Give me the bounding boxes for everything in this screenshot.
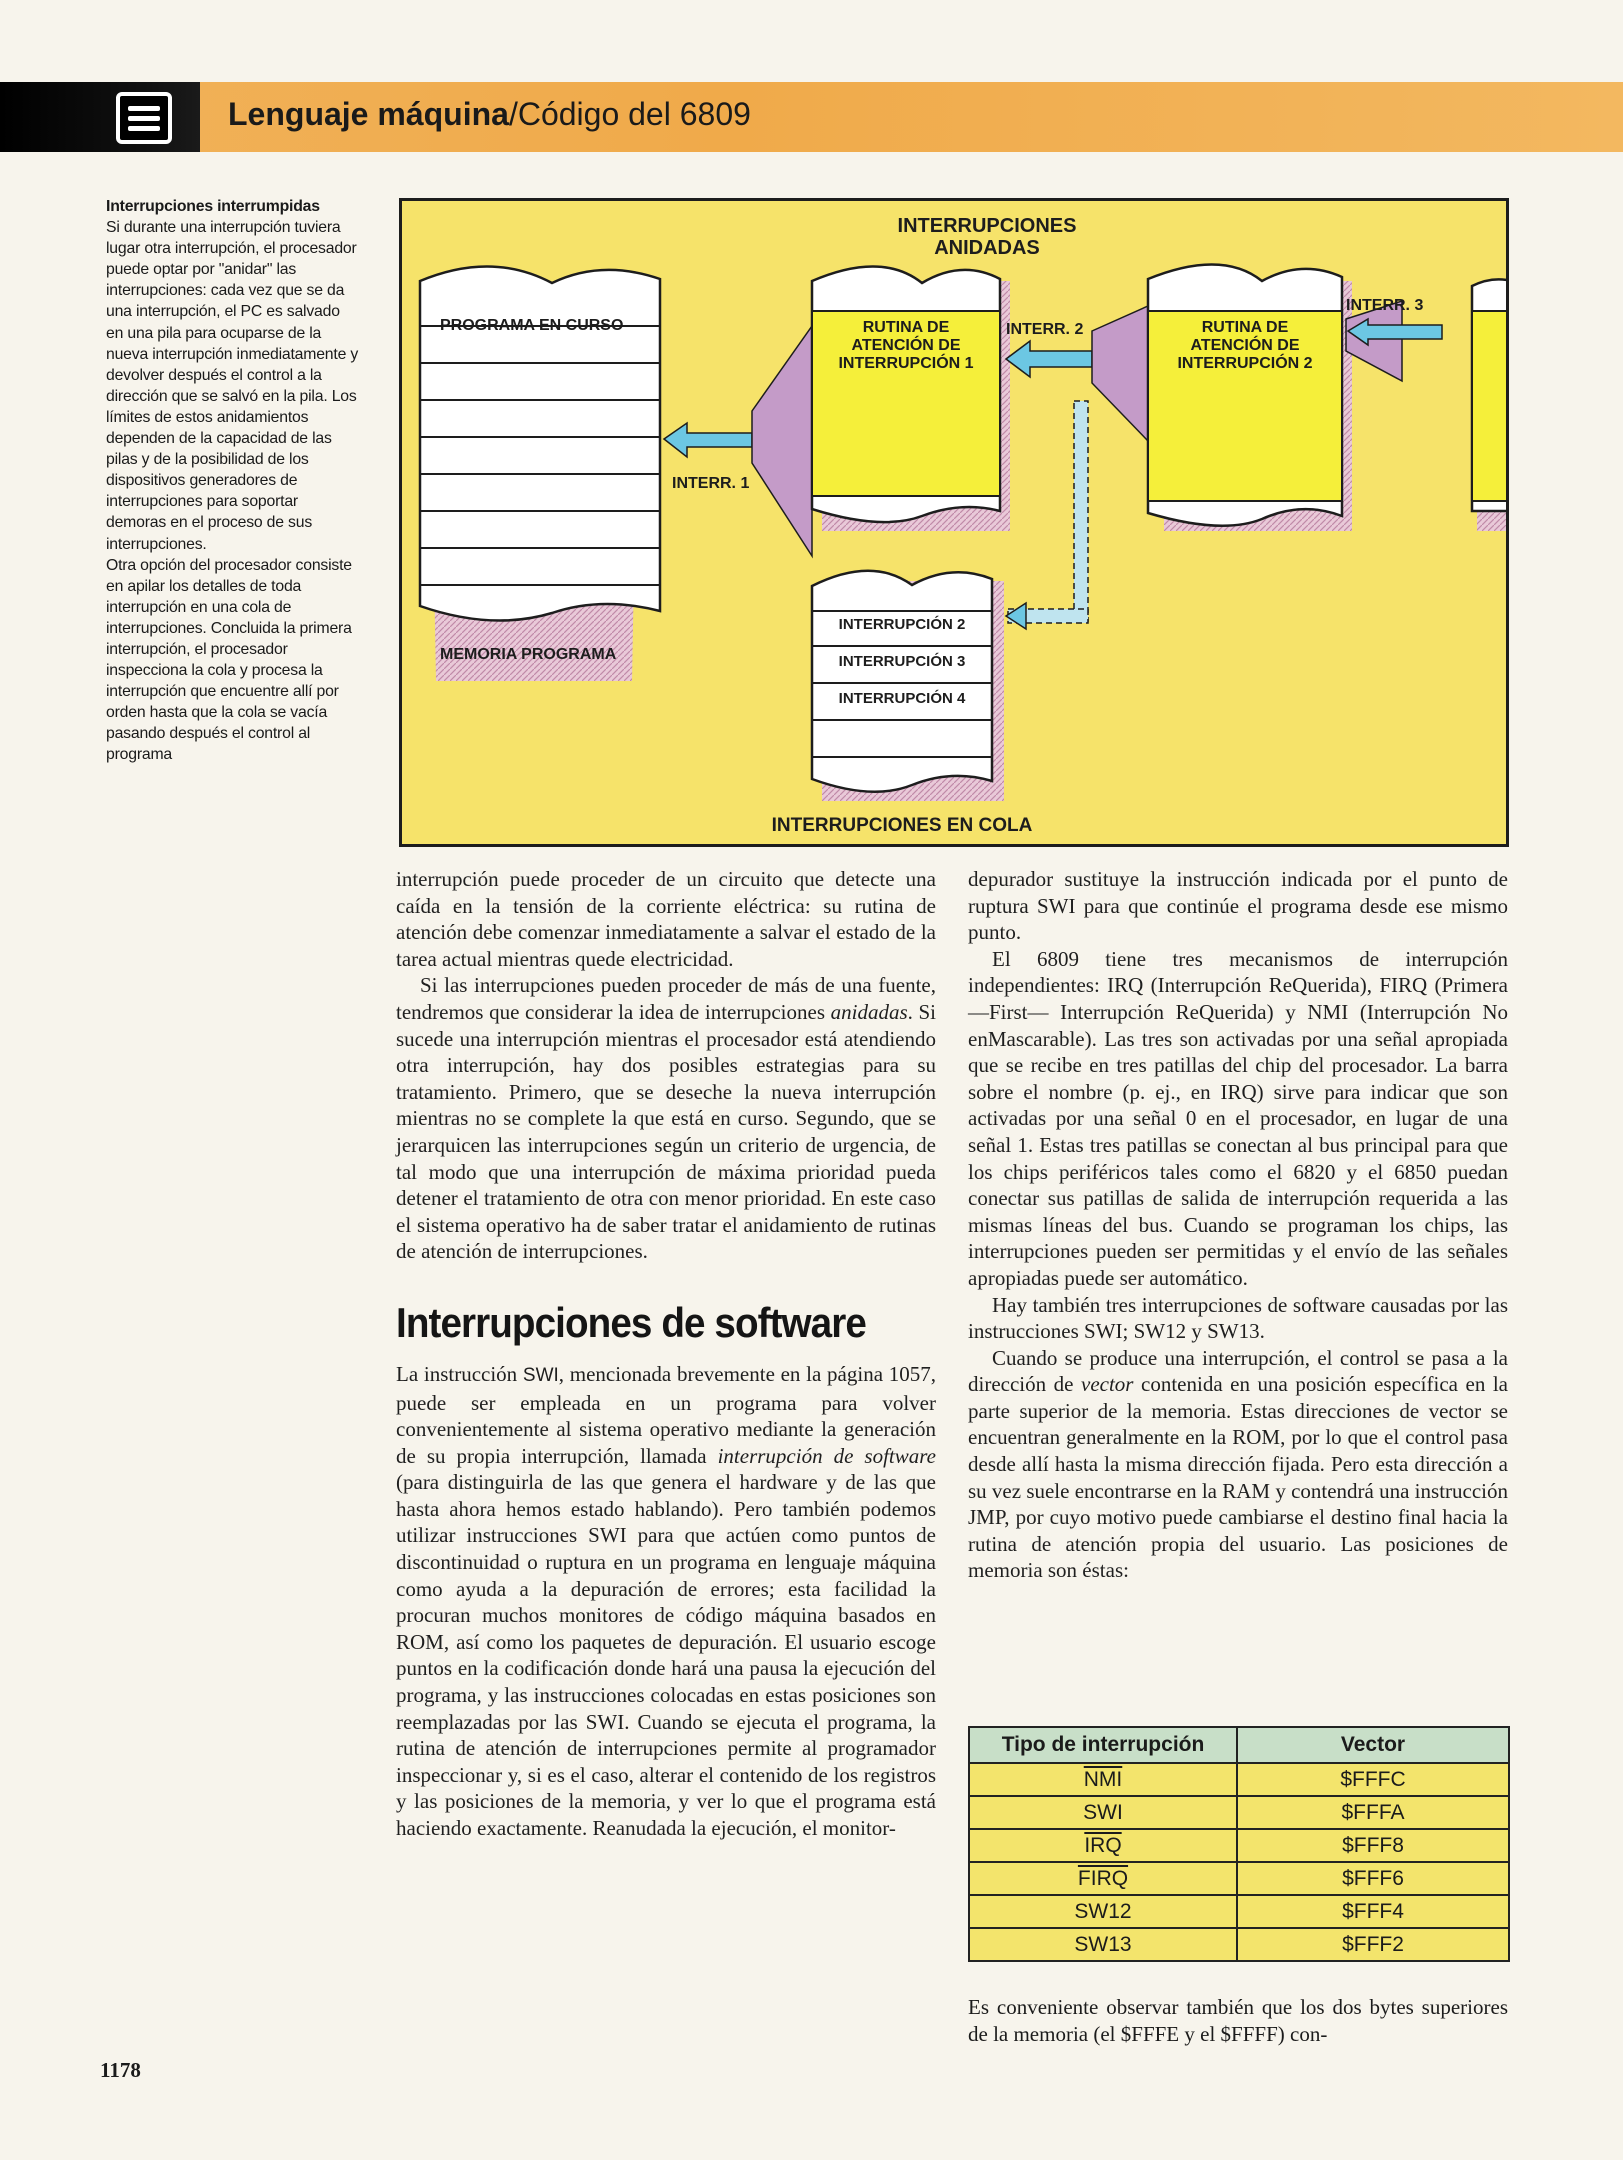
queue-item-1: INTERRUPCIÓN 2	[838, 616, 966, 633]
funnel-1	[751, 323, 813, 559]
queue-label: INTERRUPCIONES EN COLA	[771, 815, 1033, 836]
col2-paragraph-4: Cuando se produce una interrupción, el c…	[968, 1345, 1508, 1583]
table-header-type: Tipo de interrupción	[968, 1726, 1238, 1764]
interr-2-label: INTERR. 2	[1006, 321, 1084, 338]
caption-paragraph-2: Otra opción del procesador consiste en a…	[106, 556, 352, 764]
funnel-2	[1091, 304, 1149, 443]
table-row: SW13$FFF2	[968, 1927, 1510, 1962]
arrow-interr-3	[1346, 317, 1443, 347]
interr-3-label: INTERR. 3	[1346, 297, 1424, 314]
col1-paragraph-3: La instrucción SWI, mencionada brevement…	[396, 1361, 936, 1840]
col2-paragraph-2: El 6809 tiene tres mecanismos de interru…	[968, 946, 1508, 1290]
program-memory-stack	[418, 265, 662, 681]
queue-item-3: INTERRUPCIÓN 4	[838, 690, 966, 707]
caption-title: Interrupciones interrumpidas	[106, 198, 320, 215]
table-row: FIRQ$FFF6	[968, 1861, 1510, 1896]
program-label: PROGRAMA EN CURSO	[440, 317, 624, 334]
computer-icon	[116, 92, 172, 144]
arrow-interr-2	[1004, 339, 1093, 379]
routine-1-stack	[810, 265, 1010, 531]
section-header-band	[0, 82, 1623, 152]
table-row: SWI$FFFA	[968, 1795, 1510, 1830]
interrupt-vector-table: Tipo de interrupción Vector NMI$FFFC SWI…	[968, 1726, 1510, 1962]
text-column-2: depurador sustituye la instrucción indic…	[968, 866, 1508, 1584]
table-row: IRQ$FFF8	[968, 1828, 1510, 1863]
col1-paragraph-1: interrupción puede proceder de un circui…	[396, 867, 936, 971]
table-row: NMI$FFFC	[968, 1762, 1510, 1797]
sidebar-caption: Interrupciones interrumpidas Si durante …	[106, 196, 360, 766]
section-title: Interrupciones de software	[396, 1298, 867, 1346]
caption-paragraph-1: Si durante una interrupción tuviera luga…	[106, 219, 359, 553]
interr-1-label: INTERR. 1	[672, 475, 750, 492]
col2-paragraph-3: Hay también tres interrupciones de softw…	[968, 1292, 1508, 1344]
interrupt-queue-stack	[810, 569, 1004, 801]
routine-2-stack	[1146, 263, 1352, 531]
table-header-vector: Vector	[1236, 1726, 1510, 1764]
col2-paragraph-1: depurador sustituye la instrucción indic…	[968, 867, 1508, 945]
funnel-3	[1345, 299, 1403, 383]
text-column-1: interrupción puede proceder de un circui…	[396, 866, 936, 1842]
queue-connector	[1004, 400, 1089, 631]
page-number: 1178	[100, 2058, 141, 2082]
closing-paragraph: Es conveniente observar también que los …	[968, 1995, 1508, 2046]
table-row: SW12$FFF4	[968, 1894, 1510, 1929]
page-header-title: Lenguaje máquina/Código del 6809	[228, 96, 751, 132]
memory-label: MEMORIA PROGRAMA	[440, 646, 617, 663]
table-header-row: Tipo de interrupción Vector	[968, 1726, 1510, 1764]
col1-paragraph-2: Si las interrupciones pueden proceder de…	[396, 973, 936, 1264]
diagram-graphics	[418, 263, 1506, 801]
queue-item-2: INTERRUPCIÓN 3	[838, 653, 966, 670]
arrow-interr-1	[662, 421, 753, 459]
